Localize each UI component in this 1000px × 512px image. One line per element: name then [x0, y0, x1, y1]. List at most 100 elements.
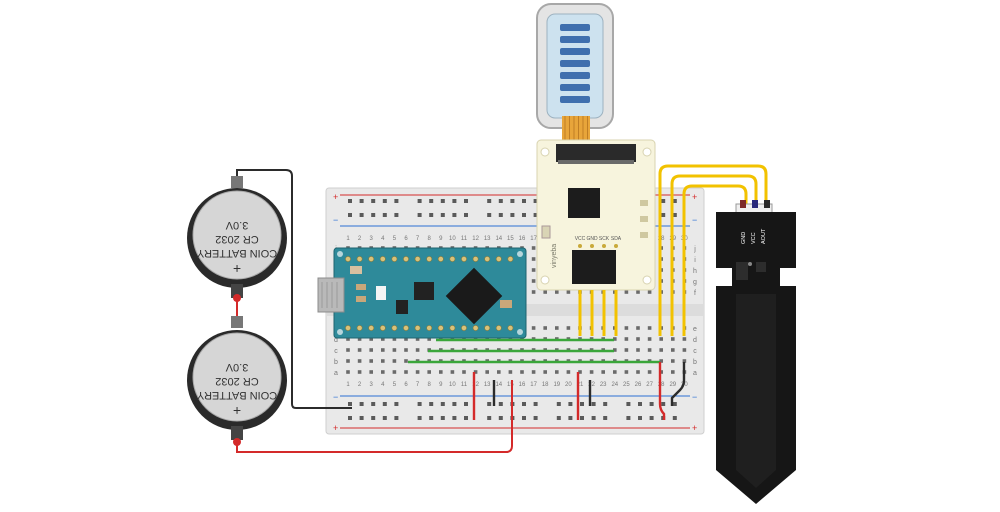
breadboard-hole: [543, 290, 547, 294]
breadboard-hole: [369, 359, 373, 363]
rail-hole: [382, 213, 387, 217]
breadboard-hole: [636, 290, 640, 294]
rail-hole: [417, 416, 422, 420]
oled-segment: [560, 24, 590, 31]
breadboard-hole: [392, 359, 397, 363]
nano-pin: [356, 325, 363, 331]
rail-minus-bottom-left: −: [333, 392, 338, 402]
column-number: 30: [681, 382, 688, 388]
rail-hole: [440, 199, 445, 203]
breadboard-hole: [531, 268, 536, 272]
breadboard-hole: [659, 359, 663, 363]
nano-pin: [484, 325, 491, 331]
controller-chip: [568, 188, 600, 218]
breadboard-hole: [404, 348, 408, 352]
nano-header-bottom: [345, 325, 514, 331]
row-letter: i: [694, 257, 696, 264]
rail-hole: [429, 199, 434, 203]
row-letter: c: [334, 348, 338, 355]
row-letter: d: [334, 337, 338, 344]
rail-hole: [394, 416, 399, 420]
column-number: 10: [449, 236, 456, 242]
breadboard-hole: [531, 326, 536, 330]
breadboard-hole: [346, 348, 350, 352]
breadboard-hole: [624, 370, 629, 374]
breadboard-hole: [647, 370, 652, 374]
row-letter: a: [693, 370, 697, 377]
column-number: 6: [404, 236, 408, 242]
column-number: 3: [370, 382, 374, 388]
sensor-pin-label: VCC: [751, 232, 757, 244]
rail-hole: [556, 416, 561, 420]
breadboard-hole: [659, 348, 663, 352]
rail-hole: [603, 416, 608, 420]
rail-hole: [394, 402, 399, 406]
breadboard-hole: [439, 370, 443, 374]
breadboard-hole: [357, 337, 362, 341]
rail-hole: [626, 402, 631, 406]
rail-plus-top-right: +: [692, 192, 697, 202]
rail-hole: [533, 416, 538, 420]
battery-bottom-plus: +: [233, 403, 241, 419]
rail-hole: [487, 199, 492, 203]
column-number: 9: [439, 382, 443, 388]
rail-hole: [452, 213, 457, 217]
breadboard-hole: [636, 348, 640, 352]
rail-hole: [522, 199, 526, 203]
coin-battery-top: COIN BATTERY CR 2032 3.0V +: [187, 176, 287, 302]
oled-segment: [560, 96, 590, 103]
rail-hole: [487, 402, 492, 406]
nano-pin: [368, 256, 375, 262]
oled-segment: [560, 84, 590, 91]
nano-pin: [437, 256, 444, 262]
oled-pin-label: SCK: [599, 236, 610, 242]
oled-pin-label: SDA: [611, 236, 622, 242]
column-number: 4: [381, 382, 385, 388]
column-number: 12: [472, 382, 479, 388]
breadboard-hole: [601, 370, 605, 374]
rail-hole: [638, 416, 642, 420]
power-jumpers: [472, 362, 686, 420]
nano-pin: [345, 256, 351, 262]
column-number: 4: [381, 236, 385, 242]
column-number: 10: [449, 382, 456, 388]
column-number: 6: [404, 382, 408, 388]
column-number: 7: [416, 236, 420, 242]
regulator-chip: [572, 250, 616, 284]
column-number: 29: [669, 382, 676, 388]
rail-hole: [672, 199, 677, 203]
column-number: 2: [358, 236, 362, 242]
column-number: 28: [658, 236, 665, 242]
oled-pin-pad: [614, 244, 618, 248]
rail-hole: [568, 416, 573, 420]
oled-segment: [560, 60, 590, 67]
breadboard-hole: [659, 337, 663, 341]
rail-hole: [533, 199, 538, 203]
breadboard-hole: [543, 326, 547, 330]
breadboard-hole: [346, 359, 350, 363]
nano-pin: [495, 325, 502, 331]
oled-display-panel: [536, 3, 614, 129]
nano-pin: [403, 325, 409, 331]
rail-hole: [498, 199, 503, 203]
battery-top-label-2: CR 2032: [215, 233, 258, 245]
column-number: 16: [519, 382, 526, 388]
breadboard-hole: [531, 246, 536, 250]
rail-hole: [464, 416, 468, 420]
rail-hole: [672, 213, 677, 217]
breadboard-hole: [543, 370, 547, 374]
rail-hole: [394, 213, 399, 217]
breadboard-hole: [682, 359, 687, 363]
rail-plus-bottom-right: +: [692, 423, 697, 433]
rail-hole: [649, 416, 654, 420]
breadboard-hole: [682, 337, 687, 341]
nano-pin: [426, 256, 433, 262]
rail-hole: [498, 416, 503, 420]
row-letter: c: [693, 348, 697, 355]
breadboard-hole: [357, 359, 362, 363]
battery-top-plus: +: [233, 261, 241, 277]
breadboard-hole: [369, 370, 373, 374]
column-number: 15: [507, 382, 514, 388]
